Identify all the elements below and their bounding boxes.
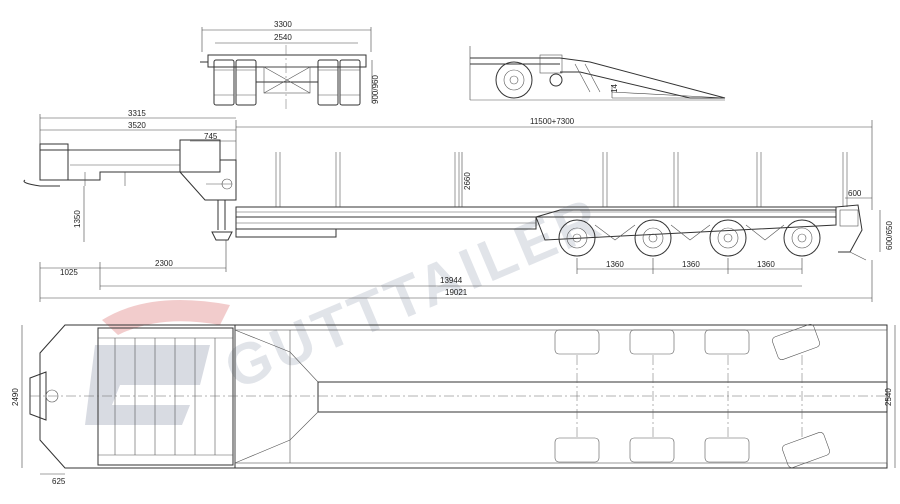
top-width-left-label: 2490 bbox=[11, 388, 20, 406]
dim-13944-label: 13944 bbox=[440, 276, 463, 285]
rear-height-label: 900/960 bbox=[371, 75, 380, 104]
side-view: 3315 3520 745 11500+7300 bbox=[23, 109, 894, 302]
dim-3520-label: 3520 bbox=[128, 121, 146, 130]
ramp-view: 14 bbox=[469, 46, 726, 101]
ramp-angle-label: 14 bbox=[610, 84, 619, 93]
top-view: 2490 2540 625 bbox=[11, 324, 896, 486]
dim-745-label: 745 bbox=[204, 132, 218, 141]
top-width-right-label: 2540 bbox=[884, 388, 893, 406]
watermark-logo-mark bbox=[85, 300, 230, 425]
dim-2660-label: 2660 bbox=[463, 172, 472, 190]
dim-1350-label: 1350 bbox=[73, 210, 82, 228]
dim-625-label: 625 bbox=[52, 477, 66, 486]
watermark-logo: GUTTTAILER bbox=[85, 185, 612, 425]
rear-width-outer-label: 3300 bbox=[274, 20, 292, 29]
axle-spacing-1-label: 1360 bbox=[606, 260, 624, 269]
axle-spacing-2-label: 1360 bbox=[682, 260, 700, 269]
rear-view: 3300 2540 900/960 bbox=[200, 20, 380, 110]
dim-overall-label: 19021 bbox=[445, 288, 468, 297]
dim-600-label: 600 bbox=[848, 189, 862, 198]
dim-600-650-label: 600/650 bbox=[885, 221, 894, 250]
dim-2300-label: 2300 bbox=[155, 259, 173, 268]
axle-spacing-3-label: 1360 bbox=[757, 260, 775, 269]
dim-1025-label: 1025 bbox=[60, 268, 78, 277]
dim-3315-label: 3315 bbox=[128, 109, 146, 118]
rear-width-inner-label: 2540 bbox=[274, 33, 292, 42]
dim-deck-label: 11500+7300 bbox=[530, 117, 575, 126]
